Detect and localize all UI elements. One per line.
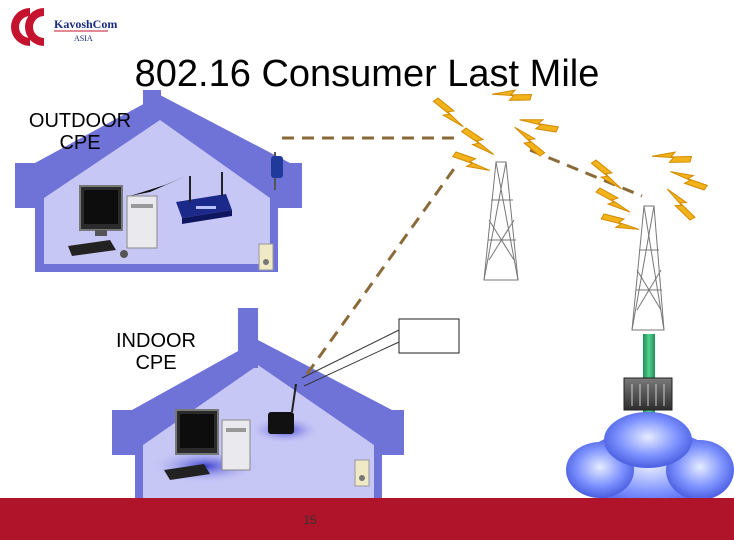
indoor-cpe-callout <box>301 318 460 387</box>
footer-bar <box>0 498 734 540</box>
outdoor-cpe-label-line1: OUTDOOR <box>28 110 132 132</box>
indoor-wall-outlet-icon <box>354 459 370 487</box>
indoor-cpe-label-line2: CPE <box>135 352 177 374</box>
base-station-tower-left-icon <box>483 161 519 281</box>
internet-cloud-icon <box>566 412 734 510</box>
logo-text: KavoshCom <box>54 17 117 31</box>
indoor-cpe-label-line1: INDOOR <box>116 330 196 352</box>
outdoor-cpe-label: OUTDOOR CPE <box>10 110 150 154</box>
slide-title: 802.16 Consumer Last Mile <box>134 53 600 95</box>
outdoor-cpe-antenna-icon <box>271 152 283 190</box>
signal-bolts-right-tower <box>587 138 709 239</box>
base-station-tower-right-icon <box>631 205 665 331</box>
logo-mark-icon <box>11 8 44 46</box>
indoor-to-tower-link <box>305 165 458 375</box>
tower-backhaul-link <box>529 148 643 198</box>
logo-subtext: ASIA <box>74 34 93 43</box>
indoor-computer-icon <box>150 409 260 484</box>
outdoor-computer-icon <box>68 185 158 258</box>
indoor-cpe-modem-icon <box>249 383 321 444</box>
wifi-router-icon <box>176 172 232 224</box>
indoor-cpe-label: INDOOR CPE <box>96 330 216 374</box>
company-logo: KavoshCom ASIA <box>11 8 117 46</box>
outdoor-cpe-label-line2: CPE <box>59 132 101 154</box>
outdoor-wall-outlet-icon <box>258 243 274 271</box>
page-number: 15 <box>303 513 317 527</box>
network-switch-icon <box>623 377 673 411</box>
